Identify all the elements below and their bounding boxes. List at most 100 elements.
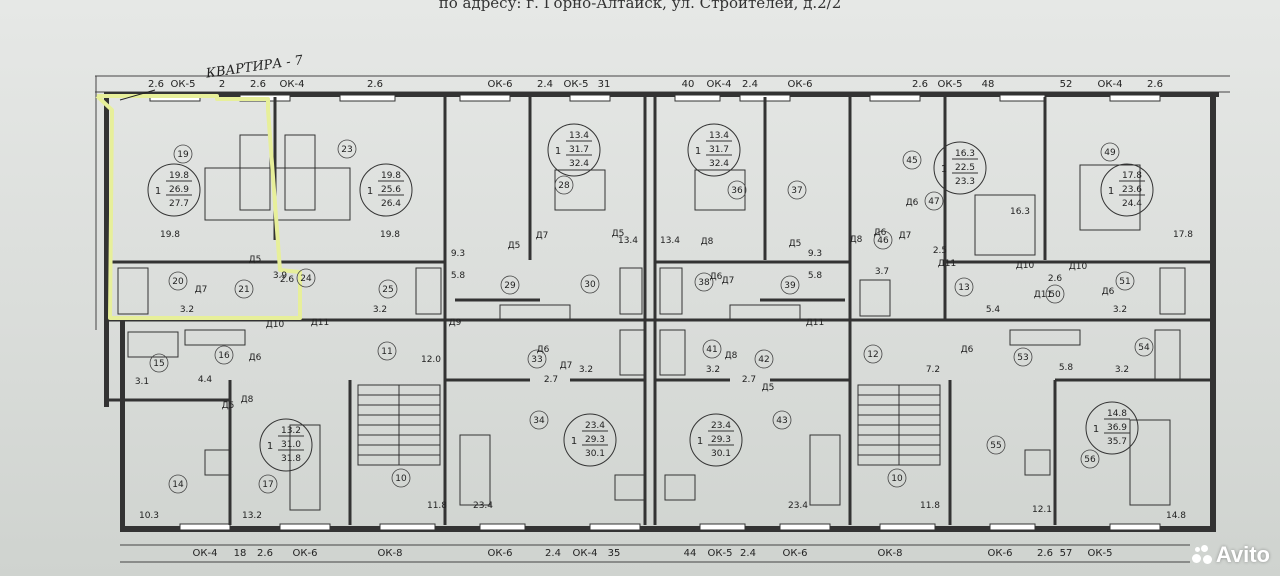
- apartment-room-count: 1: [155, 186, 161, 197]
- apartment-total-area: 31.0: [281, 440, 301, 450]
- room-number: 29: [504, 281, 516, 291]
- room-number-circle: [554, 175, 574, 195]
- area-label: 5.8: [1059, 363, 1074, 373]
- door-label: Д6: [537, 345, 550, 355]
- apartment-full-area: 27.7: [169, 199, 189, 209]
- area-label: 5.8: [808, 271, 823, 281]
- bottom-dimension-label: 2.6: [1037, 548, 1053, 559]
- apartment-circle: [259, 418, 313, 472]
- apartment-total-area: 29.3: [711, 435, 731, 445]
- interior-walls: [105, 97, 1212, 525]
- room-number: 51: [1119, 277, 1130, 287]
- door-label: Д8: [701, 237, 714, 247]
- room-number-circle: [580, 274, 600, 294]
- room-number: 15: [153, 359, 164, 369]
- bottom-dimension-label: ОК-8: [378, 548, 403, 559]
- room-number: 50: [1049, 290, 1061, 300]
- apartment-total-area: 31.7: [569, 145, 589, 155]
- area-label: 23.4: [788, 501, 808, 511]
- room-number-circle: [214, 345, 234, 365]
- top-dimension-label: ОК-5: [564, 79, 589, 90]
- apartment-full-area: 35.7: [1107, 437, 1127, 447]
- area-label: 2.7: [544, 375, 558, 385]
- area-label: 3.2: [579, 365, 593, 375]
- apartment-living-area: 23.4: [711, 421, 731, 431]
- area-label: 3.2: [1115, 365, 1129, 375]
- top-dimension-label: ОК-6: [788, 79, 813, 90]
- staircases: [357, 384, 941, 466]
- room-number: 33: [531, 355, 542, 365]
- door-label: Д5: [508, 241, 521, 251]
- area-label: 3.1: [135, 377, 149, 387]
- apartment-living-area: 13.4: [709, 131, 729, 141]
- bottom-dimension-label: ОК-6: [488, 548, 513, 559]
- room-number-circle: [1115, 271, 1135, 291]
- room-number: 46: [877, 236, 889, 246]
- bottom-dimension-label: ОК-4: [193, 548, 218, 559]
- area-label: 2.7: [742, 375, 756, 385]
- room-number-circle: [887, 468, 907, 488]
- door-label: Д10: [1069, 262, 1088, 272]
- room-number: 10: [891, 474, 903, 484]
- bottom-windows: [179, 523, 1161, 531]
- apartment-circle: [359, 163, 413, 217]
- area-label: 11.8: [920, 501, 940, 511]
- apartment-full-area: 26.4: [381, 199, 401, 209]
- room-number-circle: [391, 468, 411, 488]
- apartment-circle: [563, 413, 617, 467]
- apartment-total-area: 23.6: [1122, 185, 1142, 195]
- area-label: 2.6: [1048, 274, 1063, 284]
- door-label: Д6: [961, 345, 974, 355]
- room-number: 25: [382, 285, 393, 295]
- bottom-dimension-label: 57: [1060, 548, 1073, 559]
- area-label: 12.1: [1032, 505, 1052, 515]
- room-number: 38: [698, 278, 710, 288]
- top-dimension-label: ОК-6: [488, 79, 513, 90]
- apartment-circle: [1085, 401, 1139, 455]
- avito-watermark: Avito: [1191, 542, 1270, 568]
- room-number: 55: [990, 441, 1001, 451]
- area-label: 3.2: [180, 305, 194, 315]
- room-number: 36: [731, 186, 743, 196]
- top-dimension-label: 48: [982, 79, 995, 90]
- room-number: 24: [300, 274, 312, 284]
- apartment-living-area: 14.8: [1107, 409, 1127, 419]
- door-label: Д6: [1102, 287, 1115, 297]
- room-number-circle: [377, 341, 397, 361]
- room-number-circle: [754, 349, 774, 369]
- door-label: Д11: [938, 259, 956, 269]
- room-number: 34: [533, 416, 545, 426]
- door-label: Д6: [874, 228, 887, 238]
- area-label: 3.2: [373, 305, 387, 315]
- exterior-walls: [104, 92, 1219, 532]
- room-number-circle: [702, 339, 722, 359]
- apartment-full-area: 32.4: [569, 159, 589, 169]
- apartment-full-area: 23.3: [955, 177, 975, 187]
- room-number-circle: [954, 277, 974, 297]
- area-label: 13.4: [660, 236, 680, 246]
- room-number: 30: [584, 280, 596, 290]
- door-label: Д11: [311, 318, 329, 328]
- area-label: 12.0: [421, 355, 441, 365]
- apartment-living-area: 23.4: [585, 421, 605, 431]
- area-label: 5.8: [451, 271, 466, 281]
- room-number: 17: [262, 480, 273, 490]
- apartment-total-area: 25.6: [381, 185, 401, 195]
- room-number-circle: [500, 275, 520, 295]
- area-label: 3.7: [875, 267, 889, 277]
- room-number-circle: [924, 191, 944, 211]
- apartment-full-area: 31.8: [281, 454, 301, 464]
- avito-logo-icon: [1191, 545, 1212, 565]
- bottom-dimension-label: 35: [608, 548, 621, 559]
- top-dimension-label: 40: [682, 79, 695, 90]
- top-dimension-label: 2.4: [742, 79, 758, 90]
- area-label: 4.4: [198, 375, 213, 385]
- area-label: 2.5: [933, 246, 947, 256]
- area-label: 5.4: [986, 305, 1001, 315]
- top-dimension-label: ОК-4: [1098, 79, 1123, 90]
- room-number: 11: [381, 347, 392, 357]
- room-number: 12: [867, 350, 878, 360]
